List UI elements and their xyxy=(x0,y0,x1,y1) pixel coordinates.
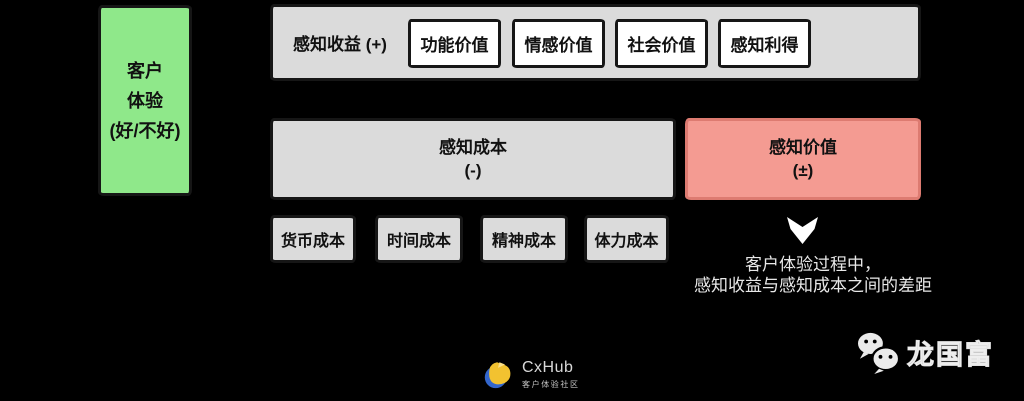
perceived-cost-panel: 感知成本 (-) xyxy=(270,118,676,200)
perceived-value-title: 感知价值 xyxy=(769,138,837,157)
benefit-item-emotional-value: 情感价值 xyxy=(512,19,605,68)
cost-item-time: 时间成本 xyxy=(375,215,463,263)
cxhub-logo: CxHub 客户体验社区 xyxy=(481,357,580,391)
perceived-benefit-label: 感知收益 (+) xyxy=(293,35,387,54)
cxhub-logo-icon xyxy=(484,362,511,389)
perceived-benefit-panel: 感知收益 (+) 功能价值 情感价值 社会价值 感知利得 xyxy=(270,4,921,81)
cxhub-logo-text: CxHub 客户体验社区 xyxy=(522,359,580,390)
cost-item-monetary: 货币成本 xyxy=(270,215,356,263)
cost-item-mental: 精神成本 xyxy=(480,215,568,263)
watermark-text: 龙国富 xyxy=(907,340,994,371)
perceived-value-sign: (±) xyxy=(792,161,814,180)
cxhub-logo-tagline: 客户体验社区 xyxy=(522,379,580,389)
annotation-line: 感知收益与感知成本之间的差距 xyxy=(694,276,932,295)
cxhub-logo-name: CxHub xyxy=(522,358,574,376)
wechat-icon xyxy=(858,332,901,375)
cost-item-physical: 体力成本 xyxy=(584,215,669,263)
experience-line: (好/不好) xyxy=(109,120,181,141)
benefit-item-functional-value: 功能价值 xyxy=(408,19,501,68)
watermark: 龙国富 xyxy=(856,331,994,375)
benefit-item-social-value: 社会价值 xyxy=(615,19,708,68)
perceived-value-panel: 感知价值 (±) xyxy=(685,118,921,200)
perceived-cost-sign: (-) xyxy=(464,161,482,180)
value-annotation: 客户体验过程中， 感知收益与感知成本之间的差距 xyxy=(650,254,976,296)
annotation-line: 客户体验过程中， xyxy=(745,255,881,274)
perceived-cost-title: 感知成本 xyxy=(439,138,507,157)
experience-line: 体验 xyxy=(127,90,163,111)
benefit-item-perceived-gain: 感知利得 xyxy=(718,19,811,68)
experience-line: 客户 xyxy=(127,60,163,81)
down-arrow-icon xyxy=(787,217,818,244)
customer-experience-box: 客户 体验 (好/不好) xyxy=(98,5,192,196)
